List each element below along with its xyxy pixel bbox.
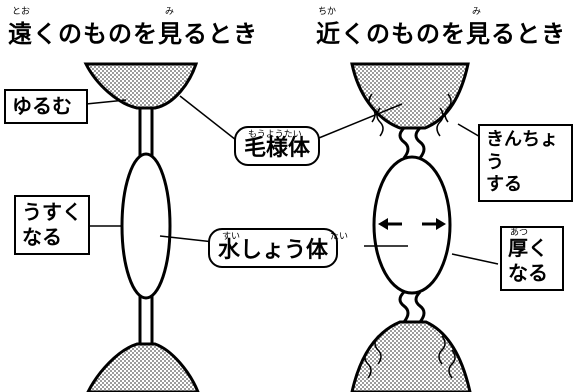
right-lens-state-box: あつ 厚く なる (500, 226, 564, 291)
left-title: 遠くのものを見るとき (8, 20, 258, 48)
left-title-ruby-see: み (165, 7, 175, 17)
right-lens-thick (372, 155, 452, 295)
lens-label: すい たい 水しょう体 (208, 228, 348, 268)
left-ciliary-bottom (86, 342, 200, 392)
left-ciliary-state: ゆるむ (12, 94, 72, 118)
ciliary-body-text: 毛様体 (244, 136, 311, 161)
right-title-ruby-near: ちか (318, 7, 337, 17)
right-lens-state-line1: 厚く (508, 236, 548, 260)
left-zonule-fibers-bottom (138, 296, 154, 344)
ciliary-body-ruby: もうようたい (248, 130, 302, 140)
right-ciliary-state-box: きんちょう する (478, 124, 573, 202)
left-zonule-fibers-top (138, 108, 154, 156)
left-lens-state-box: うすく なる (14, 195, 90, 255)
left-lens-state-line1: うすく (22, 200, 82, 224)
lens-text: 水しょう体 (218, 238, 329, 263)
lens-ruby-body: たい (330, 232, 349, 242)
right-lens-state-line2: なる (508, 261, 548, 285)
lens-ruby-water: すい (222, 232, 241, 242)
right-lens-state-ruby: あつ (510, 228, 529, 238)
right-ciliary-state-line1: きんちょう (486, 129, 558, 173)
left-ciliary-state-box: ゆるむ (4, 89, 88, 124)
left-ciliary-top (83, 62, 199, 110)
right-tension-lines (364, 93, 456, 379)
right-zonule-fibers-top (398, 126, 426, 159)
thickening-arrows (378, 218, 446, 230)
left-lens-state-line2: なる (22, 225, 62, 249)
right-title-ruby-see: み (472, 7, 482, 17)
ciliary-body-label: もうようたい 毛様体 (234, 126, 321, 166)
left-lens-thin (120, 152, 172, 300)
leader-lines (85, 95, 499, 265)
right-title: 近くのものを見るとき (316, 20, 566, 48)
left-title-ruby-far: とお (12, 7, 31, 17)
right-zonule-fibers-bottom (398, 290, 426, 323)
right-ciliary-state-line2: する (486, 174, 522, 195)
right-ciliary-bottom (350, 320, 472, 392)
right-ciliary-top (350, 62, 470, 130)
